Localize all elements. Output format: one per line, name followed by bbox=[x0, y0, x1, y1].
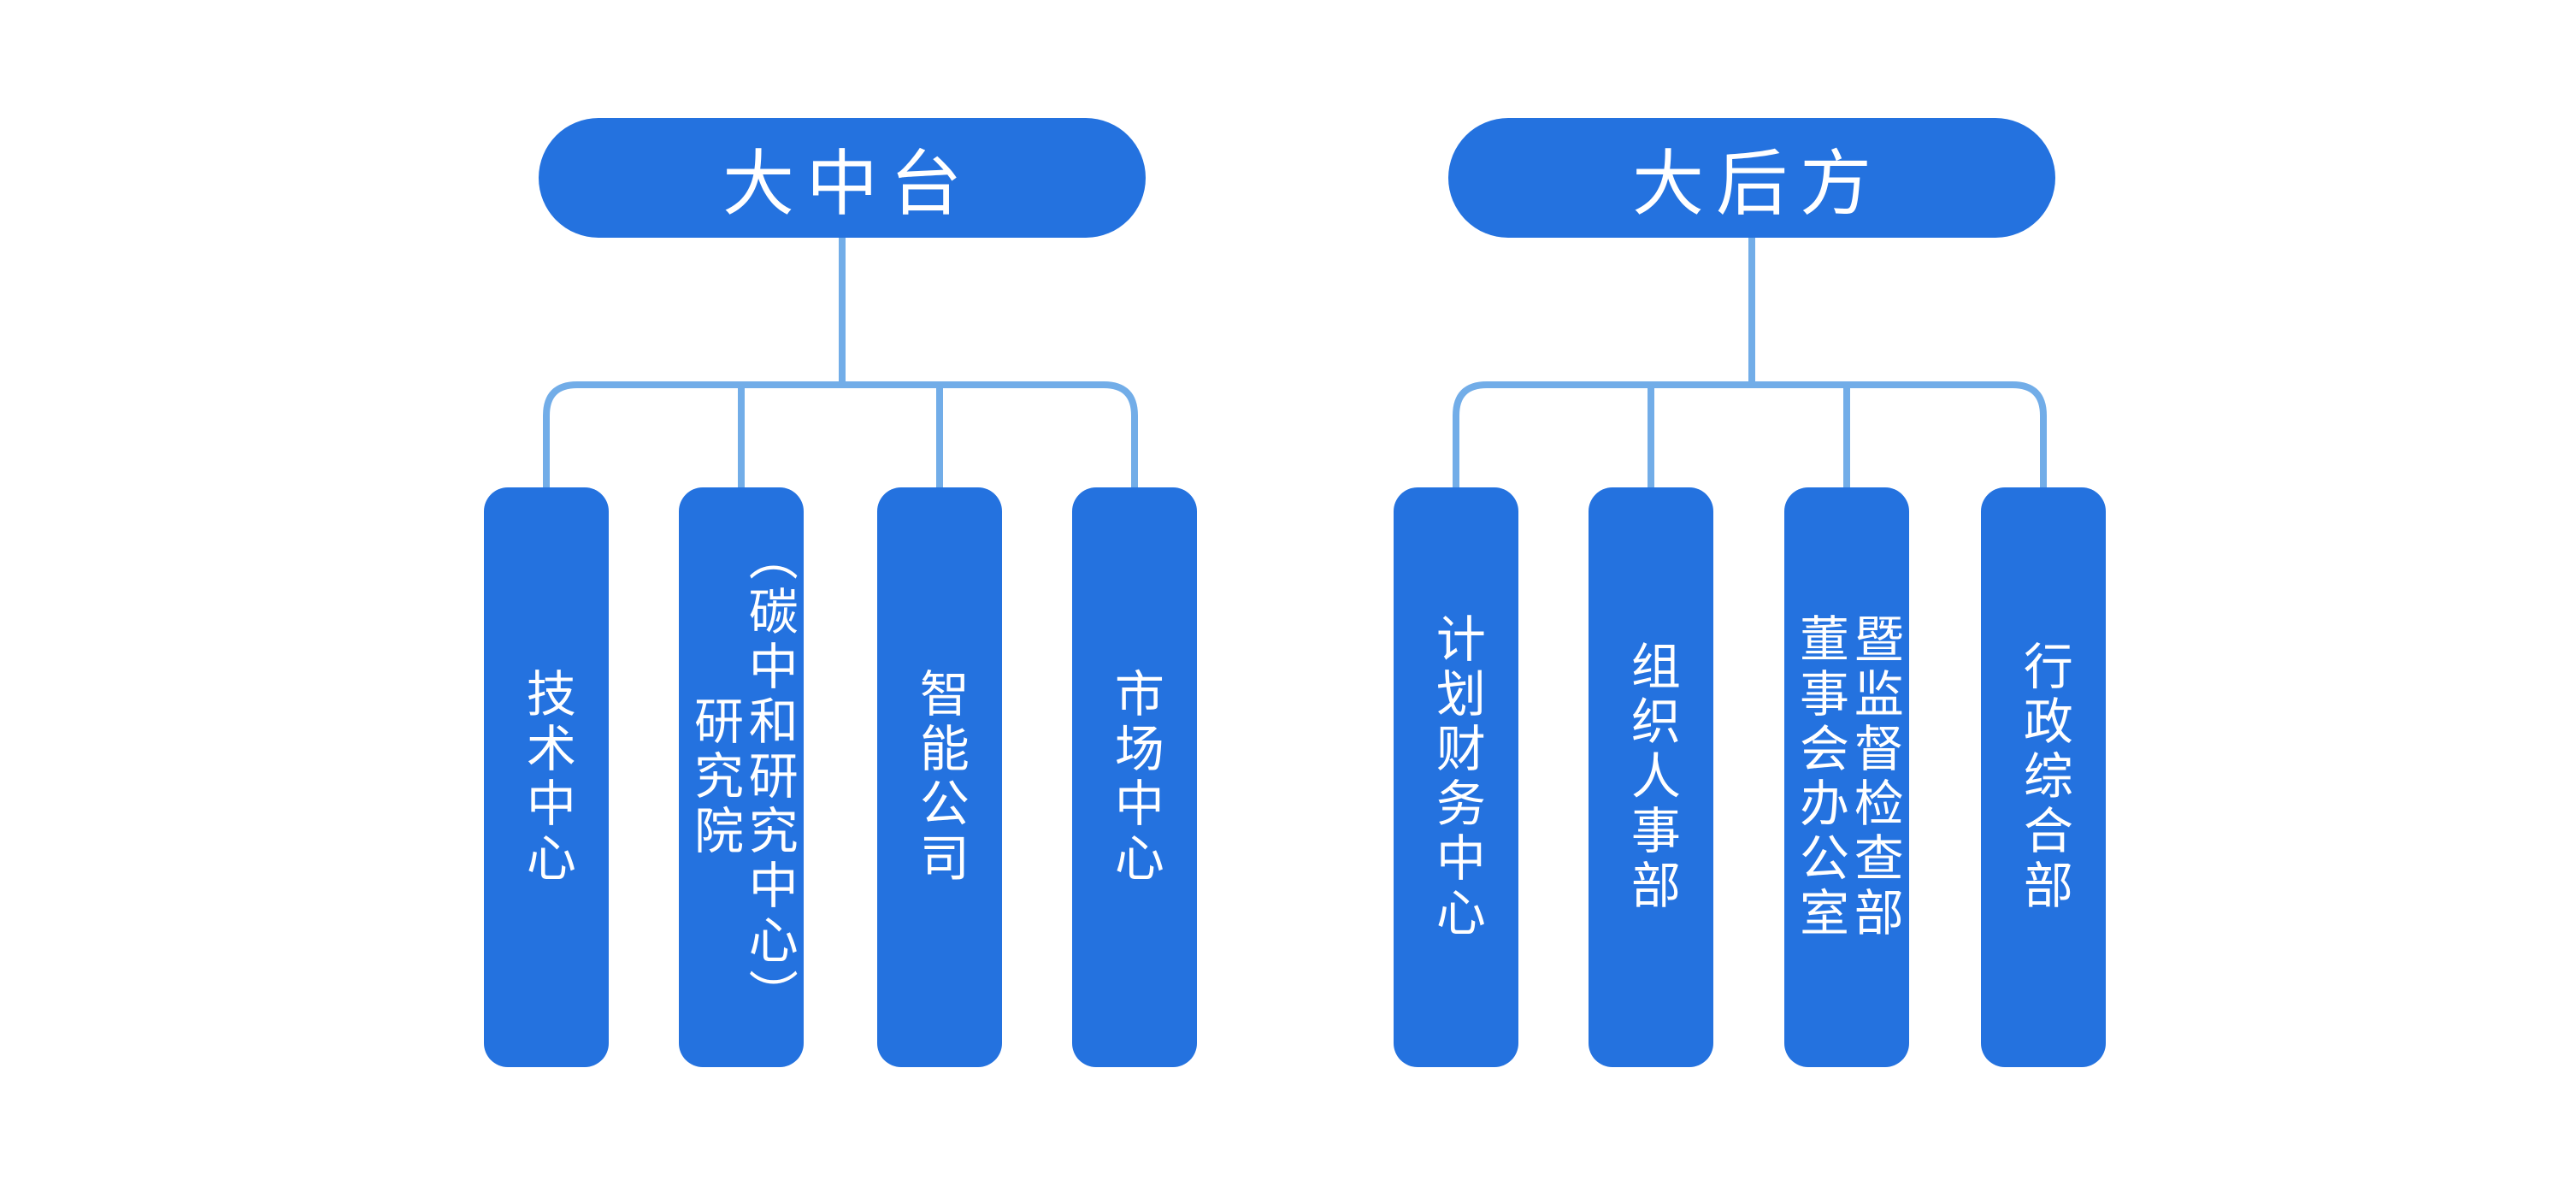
node-label: 大后方 bbox=[1631, 141, 1883, 226]
left-parent-node[interactable]: 大中台 bbox=[539, 118, 1146, 238]
node-label: 技术中心 bbox=[517, 668, 576, 887]
right-parent-node[interactable]: 大后方 bbox=[1448, 118, 2055, 238]
node-label: 大中台 bbox=[722, 141, 974, 226]
left-group-connectors bbox=[543, 238, 1138, 487]
left-child-node-3[interactable]: 智能公司 bbox=[877, 487, 1002, 1067]
left-child-node-1[interactable]: 技术中心 bbox=[484, 487, 609, 1067]
node-label: 行政综合部 bbox=[2014, 640, 2073, 914]
right-child-node-2[interactable]: 组织人事部 bbox=[1589, 487, 1713, 1067]
right-bus-line bbox=[1453, 381, 2047, 487]
node-label: 组织人事部 bbox=[1622, 640, 1681, 914]
right-child-node-4[interactable]: 行政综合部 bbox=[1981, 487, 2106, 1067]
left-child-node-2[interactable]: 研究院 （碳中和研究中心） bbox=[679, 487, 804, 1067]
left-bus-line bbox=[543, 381, 1138, 487]
node-label: 董事会办公室 暨监督检查部 bbox=[1791, 613, 1904, 941]
left-child-node-4[interactable]: 市场中心 bbox=[1072, 487, 1197, 1067]
node-label: 研究院 （碳中和研究中心） bbox=[686, 531, 799, 1024]
node-label: 智能公司 bbox=[911, 668, 970, 887]
right-child-node-3[interactable]: 董事会办公室 暨监督检查部 bbox=[1784, 487, 1909, 1067]
node-label: 市场中心 bbox=[1105, 668, 1164, 887]
right-child-node-1[interactable]: 计划财务中心 bbox=[1394, 487, 1518, 1067]
right-group-connectors bbox=[1453, 238, 2047, 487]
node-label: 计划财务中心 bbox=[1427, 613, 1486, 941]
